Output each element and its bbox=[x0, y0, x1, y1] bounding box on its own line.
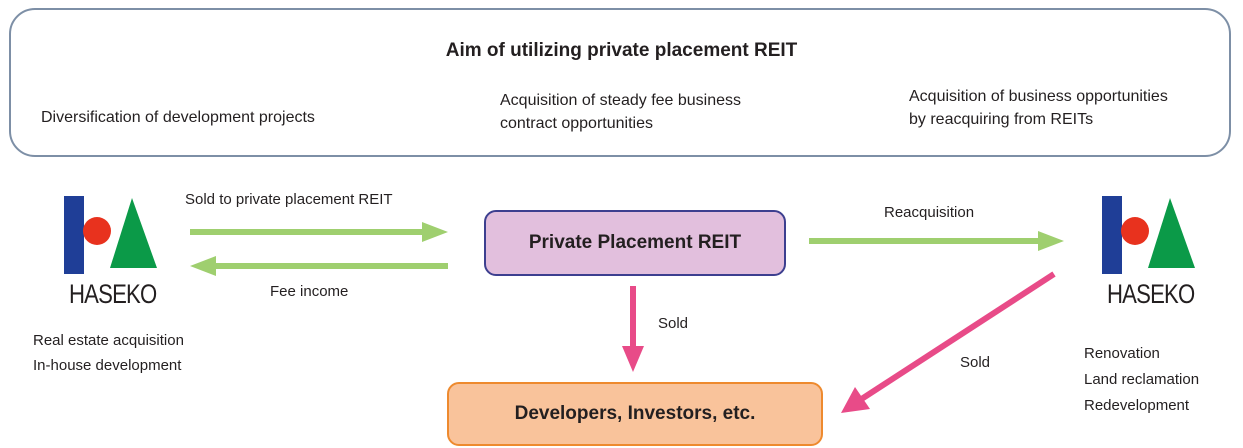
aims-box bbox=[9, 8, 1231, 157]
developers-investors-box: Developers, Investors, etc. bbox=[447, 382, 823, 446]
private-placement-reit-box: Private Placement REIT bbox=[484, 210, 786, 276]
arrow-sold-center bbox=[622, 286, 644, 372]
activity-in-house-development: In-house development bbox=[33, 357, 182, 374]
haseko-logo-left: HASEKO bbox=[60, 196, 160, 312]
label-sold-center: Sold bbox=[658, 315, 689, 332]
label-reacquisition: Reacquisition bbox=[884, 204, 975, 221]
haseko-wordmark: HASEKO bbox=[69, 279, 157, 309]
activity-real-estate-acquisition: Real estate acquisition bbox=[33, 332, 184, 349]
activity-redevelopment: Redevelopment bbox=[1084, 397, 1190, 414]
label-fee-income: Fee income bbox=[270, 283, 349, 300]
arrow-reacquisition bbox=[809, 231, 1064, 251]
arrow-sold-to-reit bbox=[190, 222, 448, 242]
aims-title: Aim of utilizing private placement REIT bbox=[445, 40, 798, 61]
label-sold-right: Sold bbox=[960, 354, 991, 371]
haseko-mark-icon bbox=[64, 196, 157, 274]
aim-fee-business: Acquisition of steady fee business contr… bbox=[500, 92, 742, 132]
left-activities: Real estate acquisition In-house develop… bbox=[33, 328, 184, 378]
activity-renovation: Renovation bbox=[1084, 345, 1160, 362]
haseko-wordmark: HASEKO bbox=[1107, 279, 1195, 309]
arrow-fee-income bbox=[190, 256, 448, 276]
aim-reacquiring: Acquisition of business opportunities by… bbox=[909, 88, 1168, 128]
activity-land-reclamation: Land reclamation bbox=[1084, 371, 1200, 388]
label-sold-to-reit: Sold to private placement REIT bbox=[185, 191, 393, 208]
arrow-sold-right bbox=[841, 271, 1056, 413]
aim-diversification: Diversification of development projects bbox=[41, 109, 315, 126]
haseko-mark-icon bbox=[1102, 196, 1195, 274]
right-activities: Renovation Land reclamation Redevelopmen… bbox=[1084, 341, 1199, 419]
haseko-logo-right: HASEKO bbox=[1098, 196, 1198, 312]
